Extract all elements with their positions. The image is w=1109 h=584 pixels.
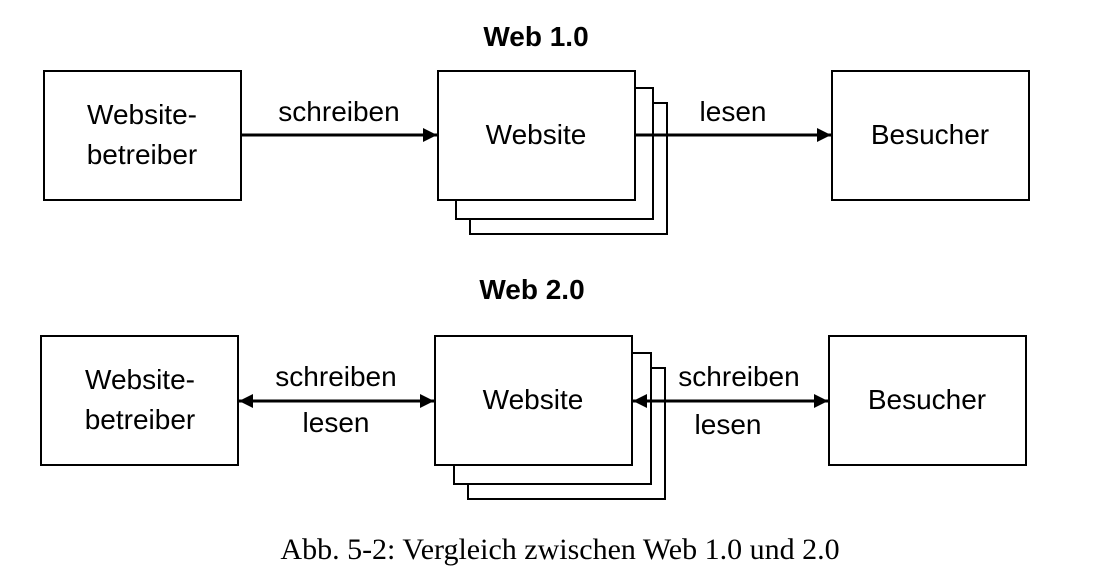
- web1-visitor-label: Besucher: [871, 119, 989, 150]
- web1-operator-box: [43, 70, 242, 201]
- web1-write-label: schreiben: [278, 96, 399, 127]
- web2-visitor-label: Besucher: [868, 384, 986, 415]
- figure-caption: Abb. 5-2: Vergleich zwischen Web 1.0 und…: [280, 533, 839, 566]
- web2-read-label-right: lesen: [695, 409, 762, 440]
- web2-write-label-left: schreiben: [275, 361, 396, 392]
- web1-website-box: [437, 70, 636, 201]
- web2-operator-label-line1: Website-: [85, 364, 195, 395]
- web1-visitor-box: [831, 70, 1030, 201]
- web1-operator-label-line1: Website-: [87, 99, 197, 130]
- web2-visitor-box: [828, 335, 1027, 466]
- web1-website-label: Website: [486, 119, 587, 150]
- web1-title: Web 1.0: [483, 21, 588, 52]
- web2-title: Web 2.0: [479, 274, 584, 305]
- web2-operator-label-line2: betreiber: [85, 404, 196, 435]
- web1-operator-label-line2: betreiber: [87, 139, 198, 170]
- web2-website-label: Website: [483, 384, 584, 415]
- web2-read-label-left: lesen: [303, 407, 370, 438]
- web1-website-stack: [437, 70, 668, 235]
- web2-website-stack: [434, 335, 666, 500]
- web2-operator-box: [40, 335, 239, 466]
- web2-write-label-right: schreiben: [678, 361, 799, 392]
- web1-read-label: lesen: [700, 96, 767, 127]
- web2-website-box: [434, 335, 633, 466]
